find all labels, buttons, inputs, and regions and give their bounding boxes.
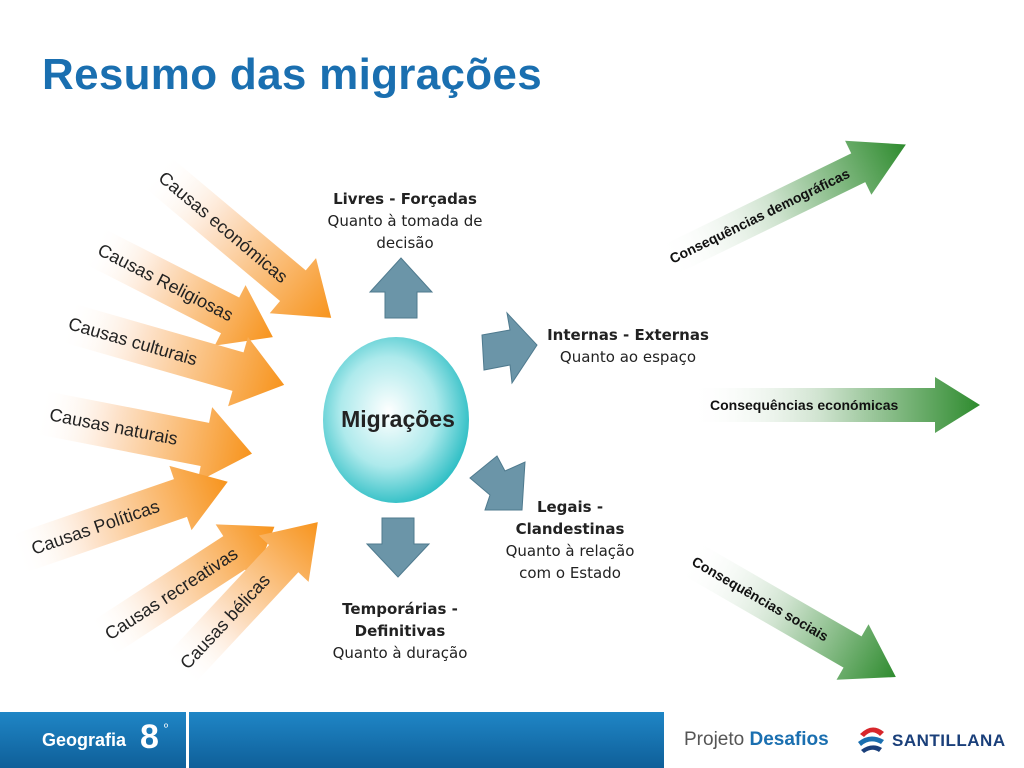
- consequence-label-sociais: Consequências sociais: [689, 553, 831, 644]
- footer-brand-area: Projeto Desafios SANTILLANA: [664, 712, 1024, 768]
- center-label: Migrações: [341, 406, 455, 432]
- footer-grade: 8: [140, 718, 159, 756]
- consequence-arrow-sociais: Consequências sociais: [679, 541, 896, 680]
- block-arrow-down: [365, 517, 431, 578]
- legais-desc-2: com o Estado: [519, 564, 621, 582]
- block-arrow-lower-right: [469, 455, 526, 511]
- cause-label-religiosas: Causas Religiosas: [95, 240, 237, 326]
- temporarias-desc: Quanto à duração: [332, 644, 468, 662]
- legais-title-2: Clandestinas: [515, 520, 625, 538]
- cause-arrow-naturais: Causas naturais: [33, 390, 252, 482]
- label-internas-externas: Internas - Externas Quanto ao espaço: [538, 324, 718, 368]
- temporarias-title-2: Definitivas: [354, 622, 446, 640]
- page-title: Resumo das migrações: [42, 50, 542, 99]
- migration-diagram: Causas económicas Causas Religiosas Caus…: [8, 140, 980, 686]
- label-legais-clandestinas: Legais - Clandestinas Quanto à relação c…: [490, 496, 650, 584]
- consequence-arrow-demograficas: Consequências demográficas: [657, 140, 906, 277]
- center-circle: [323, 337, 469, 503]
- temporarias-title-1: Temporárias -: [342, 600, 458, 618]
- label-livres-forcadas: Livres - Forçadas Quanto à tomada de dec…: [310, 188, 500, 254]
- footer-separator: [186, 712, 189, 768]
- livres-forcadas-title: Livres - Forçadas: [333, 190, 477, 208]
- internas-externas-title: Internas - Externas: [547, 326, 709, 344]
- consequence-label-economicas: Consequências económicas: [710, 397, 899, 413]
- santillana-logo-icon: [858, 727, 884, 753]
- consequence-label-demograficas: Consequências demográficas: [667, 165, 853, 266]
- project-title: Desafios: [749, 729, 829, 750]
- footer-subject: Geografia: [42, 730, 127, 750]
- consequence-arrow-economicas: Consequências económicas: [690, 377, 980, 433]
- label-temporarias-definitivas: Temporárias - Definitivas Quanto à duraç…: [310, 598, 490, 664]
- legais-title-1: Legais -: [536, 498, 604, 516]
- project-name: Projeto Desafios: [684, 729, 829, 751]
- project-prefix: Projeto: [684, 729, 745, 750]
- block-arrow-right: [481, 311, 538, 385]
- livres-forcadas-desc: Quanto à tomada de decisão: [327, 212, 483, 252]
- legais-desc-1: Quanto à relação: [505, 542, 635, 560]
- internas-externas-desc: Quanto ao espaço: [559, 348, 697, 366]
- publisher-name: SANTILLANA: [892, 731, 1006, 750]
- block-arrow-up: [368, 257, 434, 319]
- footer-grade-suffix: º: [164, 722, 169, 734]
